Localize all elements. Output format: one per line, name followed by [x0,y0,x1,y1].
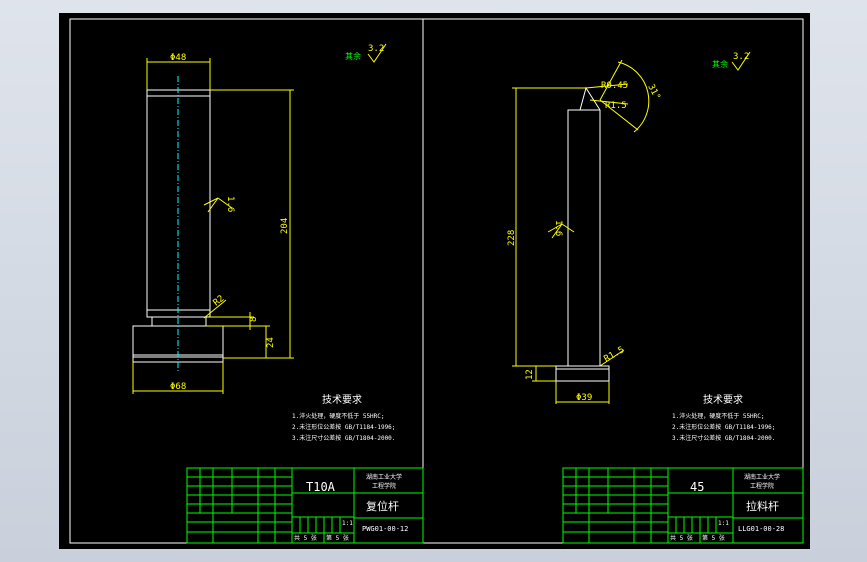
left-roughness-value: 3.2 [368,44,384,54]
right-dim-base-dia: Φ39 [576,393,592,403]
right-dim-length: 228 [507,230,517,246]
right-scale: 1:1 [718,520,729,527]
right-tech-line-1: 1.淬火处理，硬度不低于 55HRC; [672,412,765,420]
right-part-outline [555,86,610,382]
left-tech-title: 技术要求 [322,393,362,406]
left-drawing-no: PWG01-00-12 [362,525,408,533]
left-roughness-prefix: 其余 [345,51,361,61]
right-roughness-symbol [731,51,751,71]
left-school-line1: 湖南工业大学 [366,473,402,481]
left-tech-line-3: 3.未注尺寸公差按 GB/T1804-2000. [292,434,395,442]
right-school-line2: 工程学院 [750,482,774,490]
right-title-block: 45 湖南工业大学 工程学院 拉料杆 LLG01-00-28 1:1 共 5 张… [562,467,804,544]
right-tech-title: 技术要求 [703,393,743,406]
right-school-line1: 湖南工业大学 [744,473,780,481]
right-dim-surface: 1.6 [553,220,563,236]
left-material: T10A [306,480,336,494]
left-dim-surface: 1.6 [225,196,235,212]
left-title-block: T10A 湖南工业大学 工程学院 复位杆 PWG01-00-12 1:1 共 5… [186,467,424,544]
right-dim-base-height: 12 [525,369,535,380]
right-drawing-no: LLG01-00-28 [738,525,784,533]
right-dim-inner-radius: R1.5 [605,101,627,111]
left-sheet-no: 第 5 张 [326,534,349,542]
right-roughness-value: 3.2 [733,52,749,62]
left-dim-base-height: 24 [266,337,276,348]
drawing-background [59,13,810,549]
left-dimensions: Φ48 204 8 24 R2 Φ68 1.6 [132,53,294,394]
left-tech-line-2: 2.未注形位公差按 GB/T1184-1996; [292,423,395,431]
right-sheet: 其余 3.2 228 R0.45 R1.5 31° 1.6 [507,51,804,544]
left-sheet-total: 共 5 张 [294,534,317,542]
sheet-frame [69,18,804,544]
left-school-line2: 工程学院 [372,482,396,490]
right-roughness-prefix: 其余 [712,59,728,69]
right-material: 45 [690,480,704,494]
left-tech-line-1: 1.淬火处理，硬度不低于 55HRC; [292,412,385,420]
left-roughness-symbol [367,43,387,63]
right-dim-chamfer: R0.45 [601,81,628,91]
right-part-name: 拉料杆 [746,499,779,513]
right-tech-line-3: 3.未注尺寸公差按 GB/T1804-2000. [672,434,775,442]
right-tech-line-2: 2.未注形位公差按 GB/T1184-1996; [672,423,775,431]
right-sheet-no: 第 5 张 [702,534,725,542]
left-dim-length: 204 [280,218,290,234]
left-dim-groove: 8 [249,317,259,322]
left-scale: 1:1 [342,520,353,527]
left-part-name: 复位杆 [366,499,399,513]
left-sheet: 其余 3.2 Φ48 204 8 [132,43,424,544]
left-dim-base-dia: Φ68 [170,382,186,392]
left-dim-top-dia: Φ48 [170,53,186,63]
right-sheet-total: 共 5 张 [670,534,693,542]
